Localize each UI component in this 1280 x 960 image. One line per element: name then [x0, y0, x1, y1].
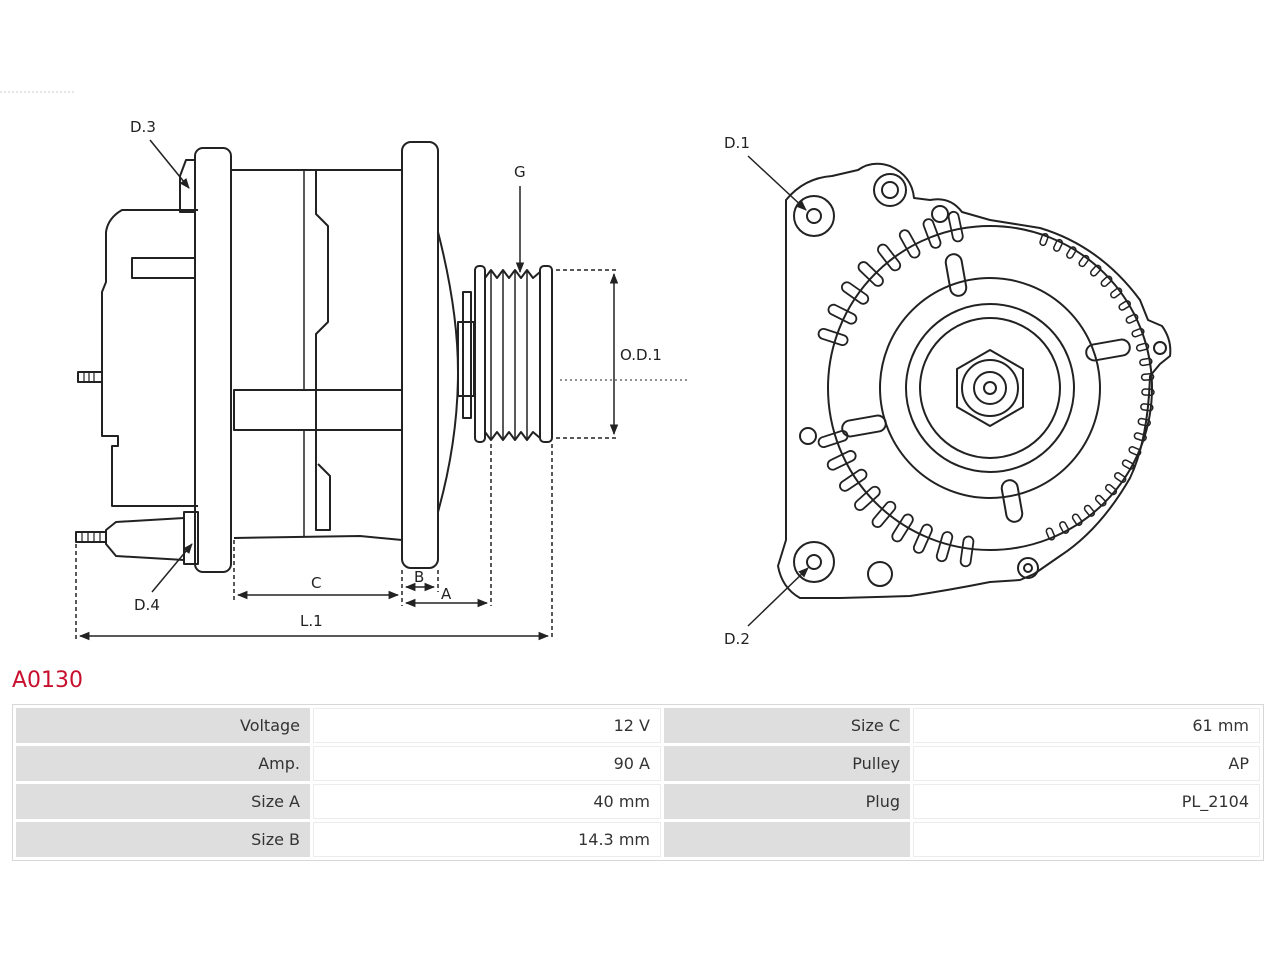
- spec-value: 61 mm: [913, 708, 1260, 743]
- cooling-fin: [1039, 232, 1049, 247]
- cooling-slot: [891, 513, 914, 543]
- spec-value: 40 mm: [313, 784, 661, 819]
- cooling-fin: [1066, 246, 1077, 259]
- cooling-slot: [922, 218, 942, 249]
- cooling-fin: [1089, 264, 1102, 277]
- alternator-technical-drawing: D.3 D.4 G O.D.1 C B A L.1: [0, 91, 1172, 648]
- cooling-fin: [1059, 521, 1070, 534]
- cooling-fin: [1121, 459, 1135, 470]
- label-od1: O.D.1: [620, 346, 662, 364]
- cooling-slot: [827, 303, 858, 325]
- cooling-fin: [1125, 313, 1139, 324]
- rear-cover: [101, 209, 198, 507]
- cooling-fin: [1118, 300, 1132, 311]
- cooling-fin: [1131, 327, 1145, 338]
- cooling-fin: [1045, 527, 1056, 541]
- housing-outline: [777, 162, 1172, 599]
- cooling-slot: [912, 523, 933, 554]
- cooling-fin: [1083, 504, 1096, 517]
- pulley: [474, 265, 553, 443]
- table-row: Size A 40 mm Plug PL_2104: [16, 784, 1260, 819]
- front-flange: [401, 141, 439, 569]
- cooling-fin: [1137, 417, 1151, 427]
- stator-step: [315, 170, 331, 531]
- spec-key: Voltage: [16, 708, 310, 743]
- spec-key: Plug: [664, 784, 910, 819]
- shaft-nut: [956, 349, 1024, 427]
- mount-hole-d2: [793, 541, 835, 583]
- spec-key: Pulley: [664, 746, 910, 781]
- cooling-slot: [871, 500, 897, 528]
- cooling-slot: [840, 281, 870, 305]
- front-dimensions: [747, 155, 809, 627]
- spec-key: Size B: [16, 822, 310, 857]
- spec-value: [913, 822, 1260, 857]
- cooling-fin: [1113, 472, 1127, 483]
- front-view: [777, 162, 1172, 599]
- cooling-slot: [839, 468, 868, 492]
- cooling-slot: [877, 243, 902, 272]
- spec-key: [664, 822, 910, 857]
- cooling-slot: [959, 535, 975, 568]
- spec-key: Amp.: [16, 746, 310, 781]
- cooling-slot: [817, 328, 849, 347]
- cooling-slot: [857, 261, 884, 287]
- terminal-bolt: [75, 511, 199, 565]
- label-d4: D.4: [134, 596, 160, 614]
- housing-circle: [827, 225, 1153, 551]
- label-g: G: [514, 163, 526, 181]
- cooling-fin: [1135, 342, 1150, 352]
- label-c: C: [311, 574, 321, 592]
- cooling-slot: [898, 229, 921, 259]
- cooling-fin: [1052, 238, 1064, 252]
- cooling-fin: [1110, 287, 1123, 299]
- cooling-fin: [1140, 373, 1155, 381]
- cooling-fin: [1071, 513, 1083, 527]
- cooling-fin: [1141, 388, 1155, 396]
- table-row: Voltage 12 V Size C 61 mm: [16, 708, 1260, 743]
- spec-table: Voltage 12 V Size C 61 mm Amp. 90 A Pull…: [12, 704, 1264, 861]
- label-d1: D.1: [724, 134, 750, 152]
- cooling-fin: [1094, 494, 1107, 507]
- cooling-slot: [935, 531, 954, 563]
- front-dome: [437, 231, 459, 513]
- spec-value: PL_2104: [913, 784, 1260, 819]
- side-view: [75, 141, 553, 573]
- cooling-fins-right: [1039, 232, 1155, 541]
- cooling-fin: [1100, 275, 1113, 288]
- rear-stud: [77, 371, 103, 383]
- cooling-fin: [1128, 446, 1142, 456]
- cooling-slot: [826, 450, 857, 471]
- label-d3: D.3: [130, 118, 156, 136]
- label-a: A: [441, 585, 452, 603]
- cooling-fin: [1139, 357, 1153, 367]
- rear-flange: [194, 147, 232, 573]
- mount-hole-d1: [793, 195, 835, 237]
- label-l1: L.1: [300, 612, 323, 630]
- cooling-fin: [1078, 254, 1090, 268]
- cooling-fin: [1104, 483, 1118, 496]
- part-code: A0130: [12, 668, 84, 693]
- label-d2: D.2: [724, 630, 750, 648]
- rear-cover-slot: [131, 257, 196, 279]
- cooling-slot: [947, 210, 964, 243]
- table-row: Amp. 90 A Pulley AP: [16, 746, 1260, 781]
- side-dimensions: [75, 139, 688, 641]
- spec-key: Size C: [664, 708, 910, 743]
- label-b: B: [414, 568, 424, 586]
- spec-value: AP: [913, 746, 1260, 781]
- table-row: Size B 14.3 mm: [16, 822, 1260, 857]
- spec-value: 14.3 mm: [313, 822, 661, 857]
- spec-value: 12 V: [313, 708, 661, 743]
- cooling-slots-left: [817, 210, 975, 568]
- spec-value: 90 A: [313, 746, 661, 781]
- cooling-fin: [1133, 432, 1147, 442]
- cooling-fin: [1140, 403, 1154, 412]
- spec-key: Size A: [16, 784, 310, 819]
- cooling-slot: [817, 429, 849, 448]
- cooling-slot: [854, 485, 881, 511]
